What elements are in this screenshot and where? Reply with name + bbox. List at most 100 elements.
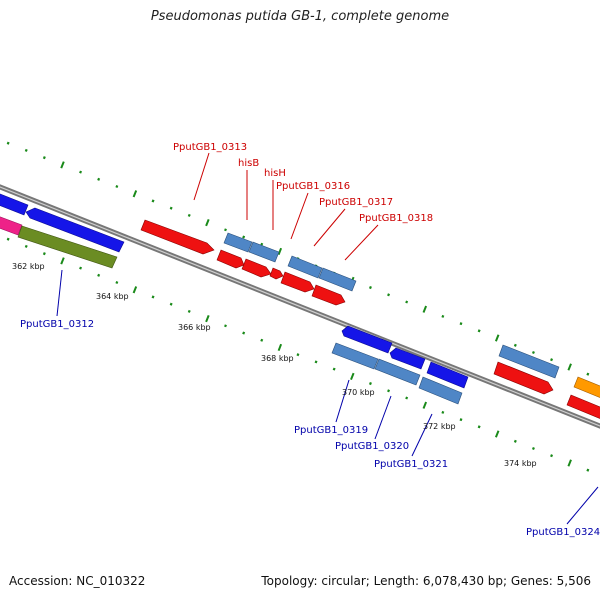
gene-steel-PputGB1_0320[interactable] bbox=[374, 358, 421, 386]
gene-pink[interactable] bbox=[0, 215, 23, 236]
major-tick bbox=[205, 219, 210, 227]
kbp-label-374: 374 kbp bbox=[504, 459, 537, 468]
major-tick bbox=[277, 343, 283, 352]
gene-blue[interactable] bbox=[0, 192, 29, 216]
topology-text: Topology: circular; Length: 6,078,430 bp… bbox=[261, 574, 591, 588]
kbp-label-370: 370 kbp bbox=[342, 388, 375, 397]
label-hisB[interactable]: hisB bbox=[238, 158, 259, 169]
gene-red[interactable] bbox=[311, 284, 346, 306]
gene-red-PputGB1_0313[interactable] bbox=[140, 219, 215, 255]
minor-tick bbox=[459, 322, 463, 326]
minor-tick bbox=[513, 343, 517, 347]
kbp-label-372: 372 kbp bbox=[423, 422, 456, 431]
label-PputGB1_0317[interactable]: PputGB1_0317 bbox=[319, 197, 393, 208]
kbp-label-364: 364 kbp bbox=[96, 292, 129, 301]
minor-tick bbox=[6, 141, 10, 145]
gene-olive[interactable] bbox=[17, 225, 118, 269]
label-PputGB1_0320[interactable]: PputGB1_0320 bbox=[335, 441, 409, 452]
minor-tick bbox=[368, 381, 372, 386]
gene-red[interactable] bbox=[216, 249, 245, 269]
minor-tick bbox=[151, 199, 155, 203]
minor-tick bbox=[24, 148, 28, 152]
minor-tick bbox=[550, 358, 554, 362]
gene-blue-PputGB1_0321[interactable] bbox=[426, 361, 469, 389]
minor-tick bbox=[169, 206, 173, 210]
gene-red[interactable] bbox=[493, 361, 554, 395]
minor-tick bbox=[42, 156, 46, 160]
major-tick bbox=[132, 190, 138, 198]
gene-steel-PputGB1_0321[interactable] bbox=[418, 376, 463, 405]
minor-tick bbox=[97, 273, 101, 277]
gene-steel-hisH[interactable] bbox=[248, 241, 280, 263]
minor-tick bbox=[477, 329, 481, 333]
minor-tick bbox=[332, 367, 336, 371]
minor-tick bbox=[224, 324, 227, 328]
map-title: Pseudomonas putida GB-1, complete genome bbox=[150, 9, 450, 24]
minor-tick bbox=[79, 170, 83, 174]
minor-tick bbox=[550, 454, 554, 458]
minor-tick bbox=[405, 396, 409, 400]
minor-tick bbox=[187, 309, 191, 313]
minor-tick bbox=[459, 418, 463, 422]
major-tick bbox=[494, 334, 500, 342]
minor-tick bbox=[115, 280, 119, 285]
bottom-leaders bbox=[56, 269, 599, 525]
label-PputGB1_0313[interactable]: PputGB1_0313 bbox=[173, 142, 247, 153]
gene-red[interactable] bbox=[280, 271, 315, 293]
minor-tick bbox=[405, 300, 409, 304]
minor-tick bbox=[97, 177, 101, 181]
minor-tick bbox=[387, 389, 391, 393]
major-tick bbox=[422, 401, 428, 409]
major-tick bbox=[422, 305, 428, 313]
minor-tick bbox=[586, 372, 590, 376]
label-PputGB1_0324[interactable]: PputGB1_0324 bbox=[526, 527, 600, 538]
kbp-label-368: 368 kbp bbox=[261, 354, 294, 363]
minor-tick bbox=[242, 331, 246, 335]
gene-steel-hisB[interactable] bbox=[223, 232, 253, 253]
label-PputGB1_0312[interactable]: PputGB1_0312 bbox=[20, 319, 94, 330]
major-tick bbox=[60, 161, 65, 169]
minor-tick bbox=[115, 184, 119, 189]
accession-text: Accession: NC_010322 bbox=[9, 574, 146, 588]
gene-blue-PputGB1_0320[interactable] bbox=[389, 347, 426, 370]
kbp-label-362: 362 kbp bbox=[12, 262, 45, 271]
label-hisH[interactable]: hisH bbox=[264, 168, 286, 179]
minor-tick bbox=[441, 314, 445, 318]
major-tick bbox=[277, 247, 283, 256]
gene-red[interactable] bbox=[269, 267, 284, 280]
gene-steel[interactable] bbox=[498, 344, 560, 379]
gene-red[interactable] bbox=[241, 258, 272, 278]
gene-steel-PputGB1_0319[interactable] bbox=[331, 342, 379, 370]
minor-tick bbox=[531, 350, 535, 355]
minor-tick bbox=[296, 353, 300, 357]
gene-features bbox=[0, 192, 600, 419]
major-tick bbox=[60, 257, 65, 265]
minor-tick bbox=[24, 244, 28, 248]
major-tick bbox=[350, 372, 355, 380]
gene-steel-PputGB1_0318[interactable] bbox=[318, 267, 357, 292]
major-tick bbox=[567, 363, 572, 371]
gene-red[interactable] bbox=[566, 394, 600, 419]
gene-blue[interactable] bbox=[25, 207, 125, 253]
gene-blue-PputGB1_0319[interactable] bbox=[341, 325, 393, 354]
major-tick bbox=[132, 286, 138, 294]
minor-tick bbox=[224, 228, 227, 232]
minor-tick bbox=[387, 293, 391, 297]
minor-tick bbox=[6, 237, 10, 241]
label-PputGB1_0318[interactable]: PputGB1_0318 bbox=[359, 213, 433, 224]
minor-tick bbox=[187, 213, 191, 217]
minor-tick bbox=[79, 266, 83, 270]
backbone-highlight bbox=[0, 186, 600, 427]
label-PputGB1_0316[interactable]: PputGB1_0316 bbox=[276, 181, 350, 192]
label-PputGB1_0319[interactable]: PputGB1_0319 bbox=[294, 425, 368, 436]
minor-tick bbox=[441, 410, 445, 414]
gene-steel-PputGB1_0317[interactable] bbox=[287, 255, 323, 279]
minor-tick bbox=[368, 285, 372, 290]
minor-tick bbox=[314, 360, 318, 364]
top-leaders bbox=[193, 152, 379, 261]
minor-tick bbox=[586, 468, 590, 472]
minor-tick bbox=[242, 235, 246, 239]
label-PputGB1_0321[interactable]: PputGB1_0321 bbox=[374, 459, 448, 470]
gene-orange[interactable] bbox=[573, 376, 600, 398]
